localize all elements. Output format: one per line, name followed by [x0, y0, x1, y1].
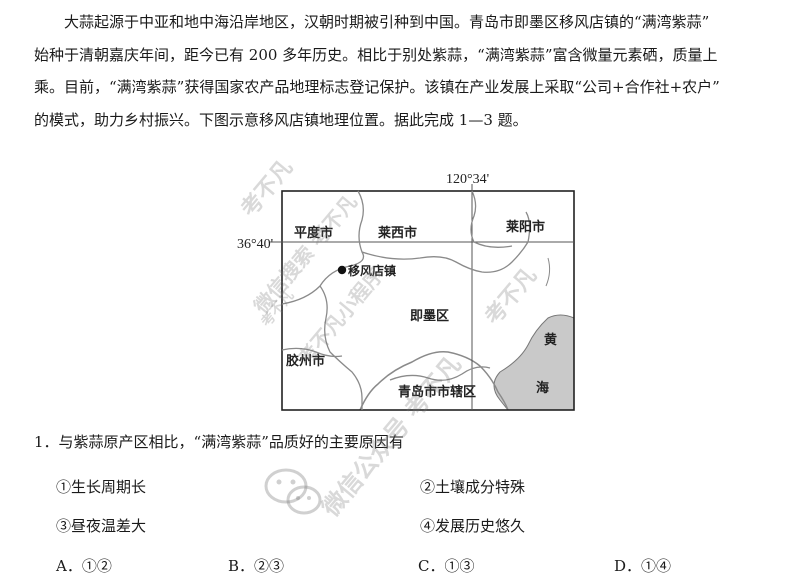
river: [545, 257, 551, 287]
label-jimo: 即墨区: [410, 309, 449, 324]
label-hai: 海: [536, 380, 549, 396]
latitude-label: 36°40': [237, 237, 273, 252]
passage-line: 的模式，助力乡村振兴。下图示意移风店镇地理位置。据此完成 1—3 题。: [34, 110, 528, 129]
watermark-text: 考不凡: [480, 263, 543, 330]
option-2: ②土壤成分特殊: [420, 478, 526, 496]
choice-a[interactable]: A．①②: [56, 557, 112, 575]
choice-b[interactable]: B．②③: [228, 557, 285, 575]
watermark-text: 考不凡小程序: [293, 262, 389, 370]
yifengdian-marker: [337, 265, 347, 275]
option-1: ①生长周期长: [56, 478, 147, 496]
border-laiyang: [470, 190, 513, 248]
option-4: ④发展历史悠久: [420, 517, 526, 535]
longitude-label: 120°34': [446, 172, 489, 187]
label-laiyang: 莱阳市: [506, 219, 545, 235]
question-stem: 1．与紫蒜原产区相比，“满湾紫蒜”品质好的主要原因有: [34, 433, 404, 451]
watermark-text: 考不凡: [236, 155, 299, 222]
passage: 大蒜起源于中亚和地中海沿岸地区，汉朝时期被引种到中国。青岛市即墨区移风店镇的“满…: [34, 6, 774, 136]
option-3: ③昼夜温差大: [56, 517, 147, 535]
label-huang: 黄: [544, 332, 557, 348]
passage-line: 始种于清朝嘉庆年间，距今已有 200 多年历史。相比于别处紫蒜，“满湾紫蒜”富含…: [34, 45, 718, 64]
passage-line: 大蒜起源于中亚和地中海沿岸地区，汉朝时期被引种到中国。青岛市即墨区移风店镇的“满…: [64, 13, 710, 31]
label-laixi: 莱西市: [378, 225, 417, 241]
choice-c[interactable]: C．①③: [418, 557, 475, 575]
passage-line: 乘。目前，“满湾紫蒜”获得国家农产品地理标志登记保护。该镇在产业发展上采取“公司…: [34, 78, 720, 96]
border-laixi-jimo: [361, 211, 531, 273]
yellow-sea: [493, 314, 575, 411]
choice-d[interactable]: D．①④: [614, 557, 672, 575]
